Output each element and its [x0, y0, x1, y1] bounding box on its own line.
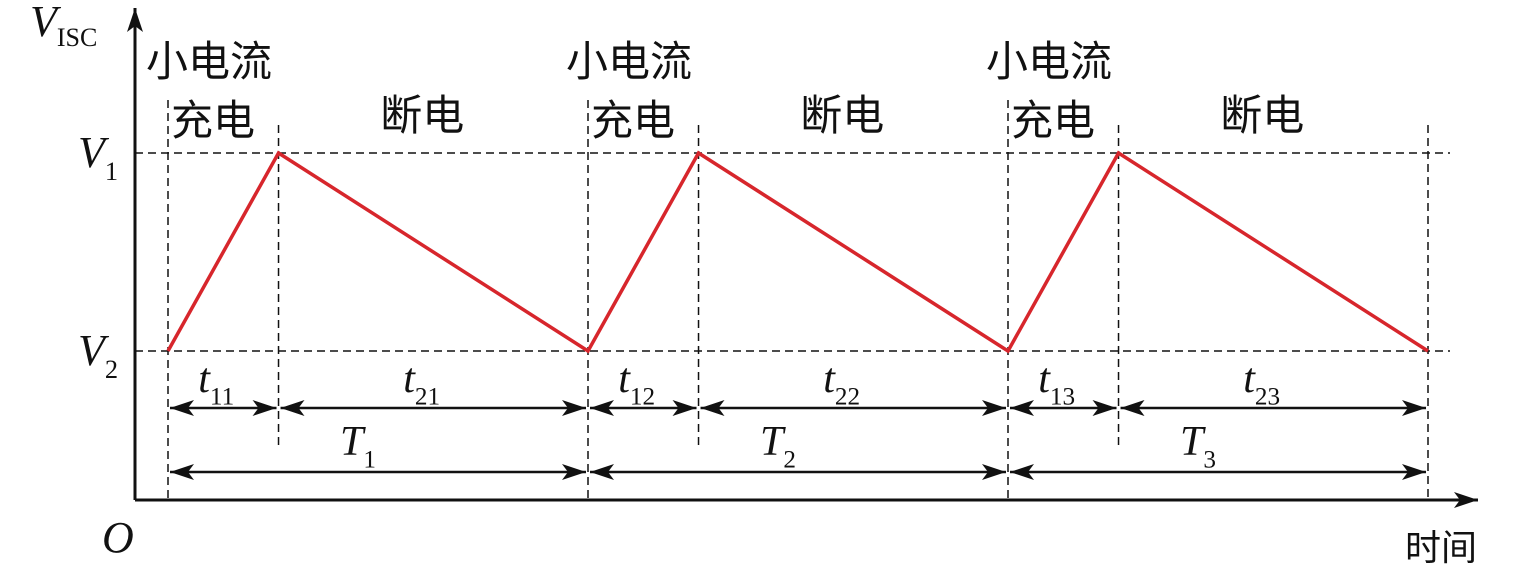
y-axis-label: VISC [30, 0, 97, 52]
period-label: T2 [760, 419, 796, 474]
x-axis-label: 时间 [1405, 528, 1477, 569]
phase-label-off: 断电 [380, 91, 464, 140]
series-line-V_ISC [166, 150, 1429, 354]
off-duration-label: t23 [1243, 356, 1280, 411]
phase-label-charge-line1: 小电流 [146, 37, 272, 86]
phase-label-charge-line2: 充电 [1011, 96, 1095, 145]
period-label: T1 [340, 419, 376, 474]
period-label: T3 [1180, 419, 1216, 474]
phase-label-charge-line2: 充电 [591, 96, 675, 145]
y-level-label-V1: V1 [78, 128, 118, 186]
origin-label: O [102, 513, 134, 562]
off-duration-label: t22 [823, 356, 860, 411]
y-level-label-V2: V2 [78, 326, 118, 384]
charge-duration-label: t11 [198, 356, 234, 411]
charge-duration-label: t12 [618, 356, 655, 411]
phase-label-off: 断电 [1220, 91, 1304, 140]
off-duration-label: t21 [403, 356, 440, 411]
phase-label-charge-line2: 充电 [171, 96, 255, 145]
phase-label-charge-line1: 小电流 [566, 37, 692, 86]
charge-duration-label: t13 [1038, 356, 1075, 411]
phase-label-off: 断电 [800, 91, 884, 140]
phase-label-charge-line1: 小电流 [986, 37, 1112, 86]
